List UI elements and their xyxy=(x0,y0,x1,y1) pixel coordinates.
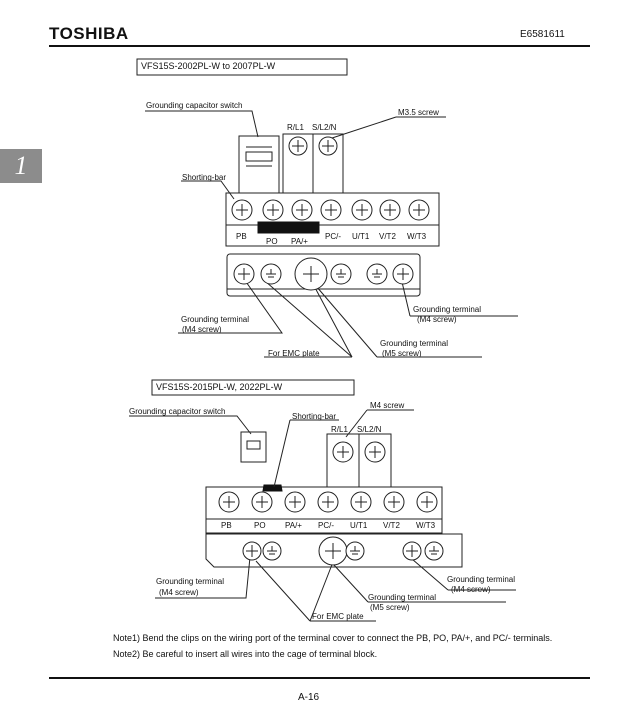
model-title-1: VFS15S-2002PL-W to 2007PL-W xyxy=(141,61,276,71)
terminal-pa-1: PA/+ xyxy=(291,237,308,246)
terminal-vt2-2: V/T2 xyxy=(383,521,400,530)
cap-switch-label-2: Grounding capacitor switch xyxy=(129,407,226,416)
rl1-label-1: R/L1 xyxy=(287,123,304,132)
sl2-label-1: S/L2/N xyxy=(312,123,337,132)
chapter-tab: 1 xyxy=(0,149,42,183)
m35-screw-label: M3.5 screw xyxy=(398,108,439,117)
gt-right-sub-2: (M4 screw) xyxy=(451,585,491,594)
brand-logo: TOSHIBA xyxy=(49,24,129,43)
page-number: A-16 xyxy=(298,692,320,703)
gt-m5-label-2: Grounding terminal xyxy=(368,593,437,602)
gt-m5-sub-1: (M5 screw) xyxy=(382,349,422,358)
document-number: E6581611 xyxy=(520,29,565,40)
terminal-ut1-1: U/T1 xyxy=(352,232,370,241)
terminal-wt3-2: W/T3 xyxy=(416,521,436,530)
gt-right-label-2: Grounding terminal xyxy=(447,575,516,584)
terminal-pc-2: PC/- xyxy=(318,521,334,530)
note-1: Note1) Bend the clips on the wiring port… xyxy=(113,633,553,643)
terminal-pc-1: PC/- xyxy=(325,232,341,241)
m4-screw-label-2: M4 screw xyxy=(370,401,405,410)
gt-m5-label-1: Grounding terminal xyxy=(380,339,449,348)
gt-m5-sub-2: (M5 screw) xyxy=(370,603,410,612)
terminal-vt2-1: V/T2 xyxy=(379,232,396,241)
terminal-pb-2: PB xyxy=(221,521,232,530)
gt-m4-left-label: Grounding terminal xyxy=(181,315,250,324)
model-title-2: VFS15S-2015PL-W, 2022PL-W xyxy=(156,382,283,392)
cap-switch-label-1: Grounding capacitor switch xyxy=(146,101,243,110)
footer-rule xyxy=(49,677,590,679)
terminal-pb-1: PB xyxy=(236,232,247,241)
rl1-label-2: R/L1 xyxy=(331,425,348,434)
shorting-bar-label-2: Shorting-bar xyxy=(292,412,337,421)
sl2-label-2: S/L2/N xyxy=(357,425,382,434)
gt-left-label-2: Grounding terminal xyxy=(156,577,225,586)
emc-plate-label-1: For EMC plate xyxy=(268,349,320,358)
gt-m4-left-sub: (M4 screw) xyxy=(182,325,222,334)
terminal-wt3-1: W/T3 xyxy=(407,232,427,241)
gt-left-sub-2: (M4 screw) xyxy=(159,588,199,597)
terminal-po-1: PO xyxy=(266,237,278,246)
terminal-ut1-2: U/T1 xyxy=(350,521,368,530)
terminal-pa-2: PA/+ xyxy=(285,521,302,530)
shorting-bar-label-1: Shorting-bar xyxy=(182,173,227,182)
header-rule xyxy=(49,45,590,47)
terminal-po-2: PO xyxy=(254,521,266,530)
gt-m4-right-label: Grounding terminal xyxy=(413,305,482,314)
note-2: Note2) Be careful to insert all wires in… xyxy=(113,649,378,659)
emc-plate-label-2: For EMC plate xyxy=(312,612,364,621)
gt-m4-right-sub: (M4 screw) xyxy=(417,315,457,324)
